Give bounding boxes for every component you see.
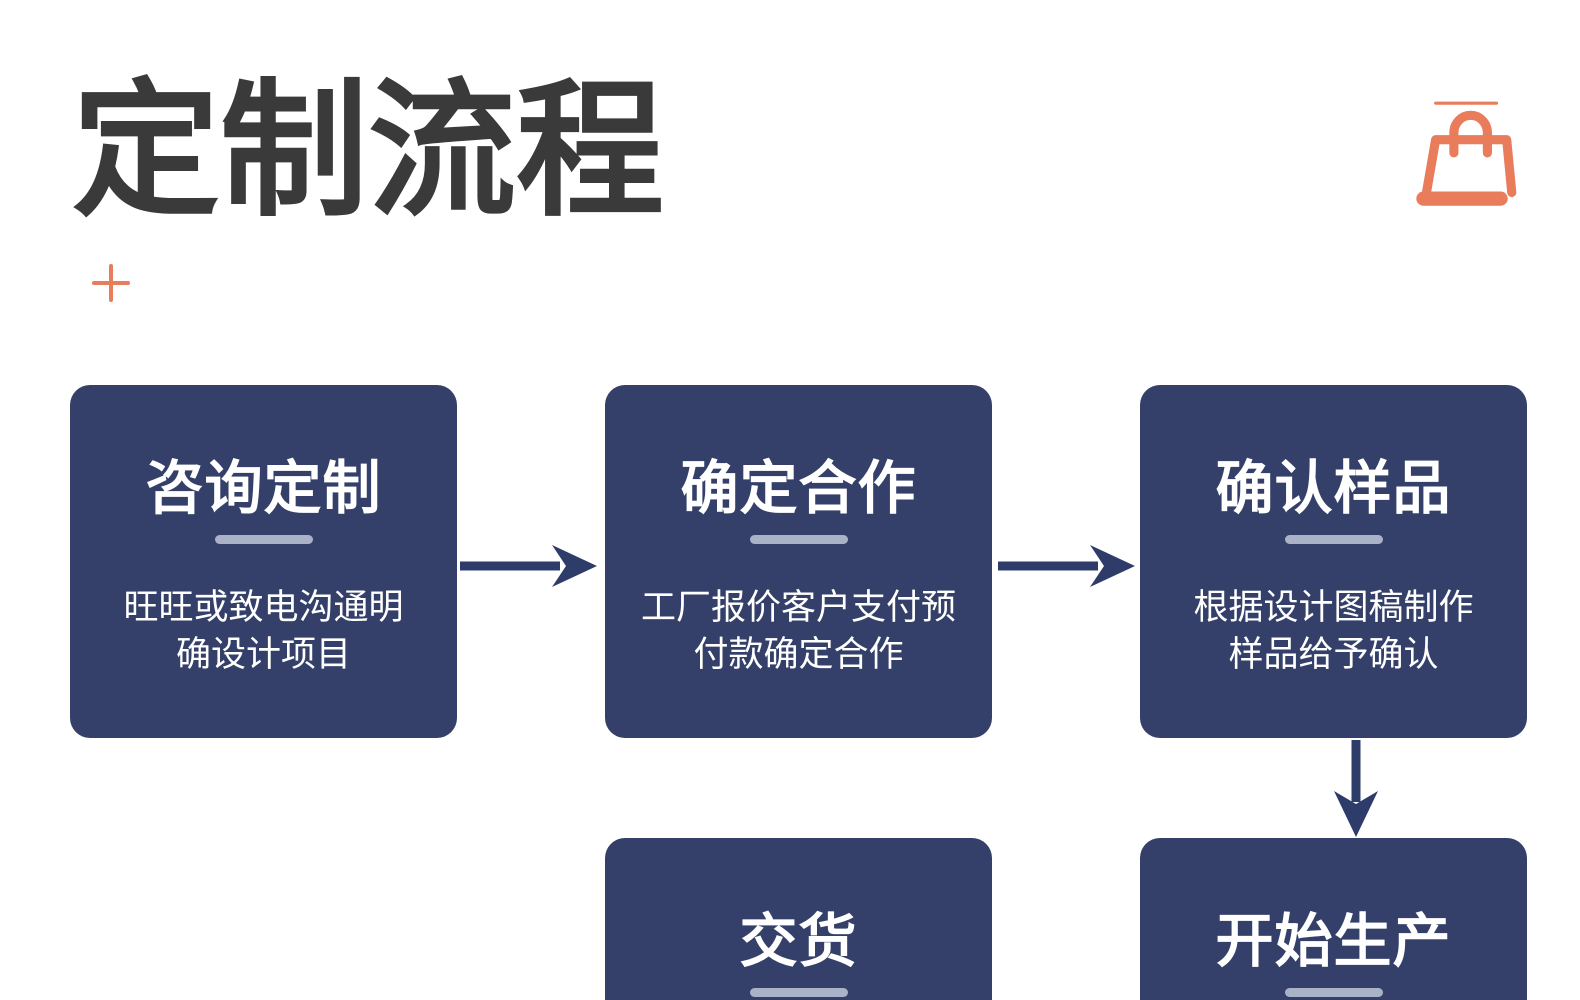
step-divider	[1284, 988, 1383, 997]
page-title: 定制流程	[72, 69, 664, 234]
step-desc-line: 确设计项目	[175, 635, 351, 674]
step-description: 根据设计图稿制作 样品给予确认	[1140, 584, 1527, 678]
step-description: 工厂报价客户支付预 付款确定合作	[605, 584, 992, 678]
step-title: 开始生产	[1215, 909, 1452, 974]
step-box-consult-customization: 咨询定制 旺旺或致电沟通明 确设计项目	[70, 385, 457, 738]
flow-arrow-right-icon	[998, 545, 1135, 587]
shopping-bag-icon	[1416, 101, 1517, 206]
step-divider	[214, 535, 313, 544]
step-box-delivery: 交货	[605, 838, 992, 1000]
step-title: 确定合作	[680, 456, 917, 521]
step-divider	[749, 535, 848, 544]
step-desc-line: 付款确定合作	[693, 635, 904, 674]
step-box-confirm-cooperation: 确定合作 工厂报价客户支付预 付款确定合作	[605, 385, 992, 738]
step-divider	[1284, 535, 1383, 544]
step-box-start-production: 开始生产	[1140, 838, 1527, 1000]
step-desc-line: 根据设计图稿制作	[1193, 588, 1474, 627]
step-desc-line: 样品给予确认	[1228, 635, 1439, 674]
flow-arrow-right-icon	[460, 545, 597, 587]
flow-arrow-down-icon	[1334, 740, 1378, 837]
step-divider	[749, 988, 848, 997]
step-desc-line: 旺旺或致电沟通明	[123, 588, 404, 627]
step-title: 交货	[739, 909, 858, 974]
plus-icon	[92, 264, 130, 302]
step-description: 旺旺或致电沟通明 确设计项目	[70, 584, 457, 678]
step-title: 确认样品	[1215, 456, 1452, 521]
step-title: 咨询定制	[145, 456, 382, 521]
step-desc-line: 工厂报价客户支付预	[640, 588, 956, 627]
step-box-confirm-sample: 确认样品 根据设计图稿制作 样品给予确认	[1140, 385, 1527, 738]
